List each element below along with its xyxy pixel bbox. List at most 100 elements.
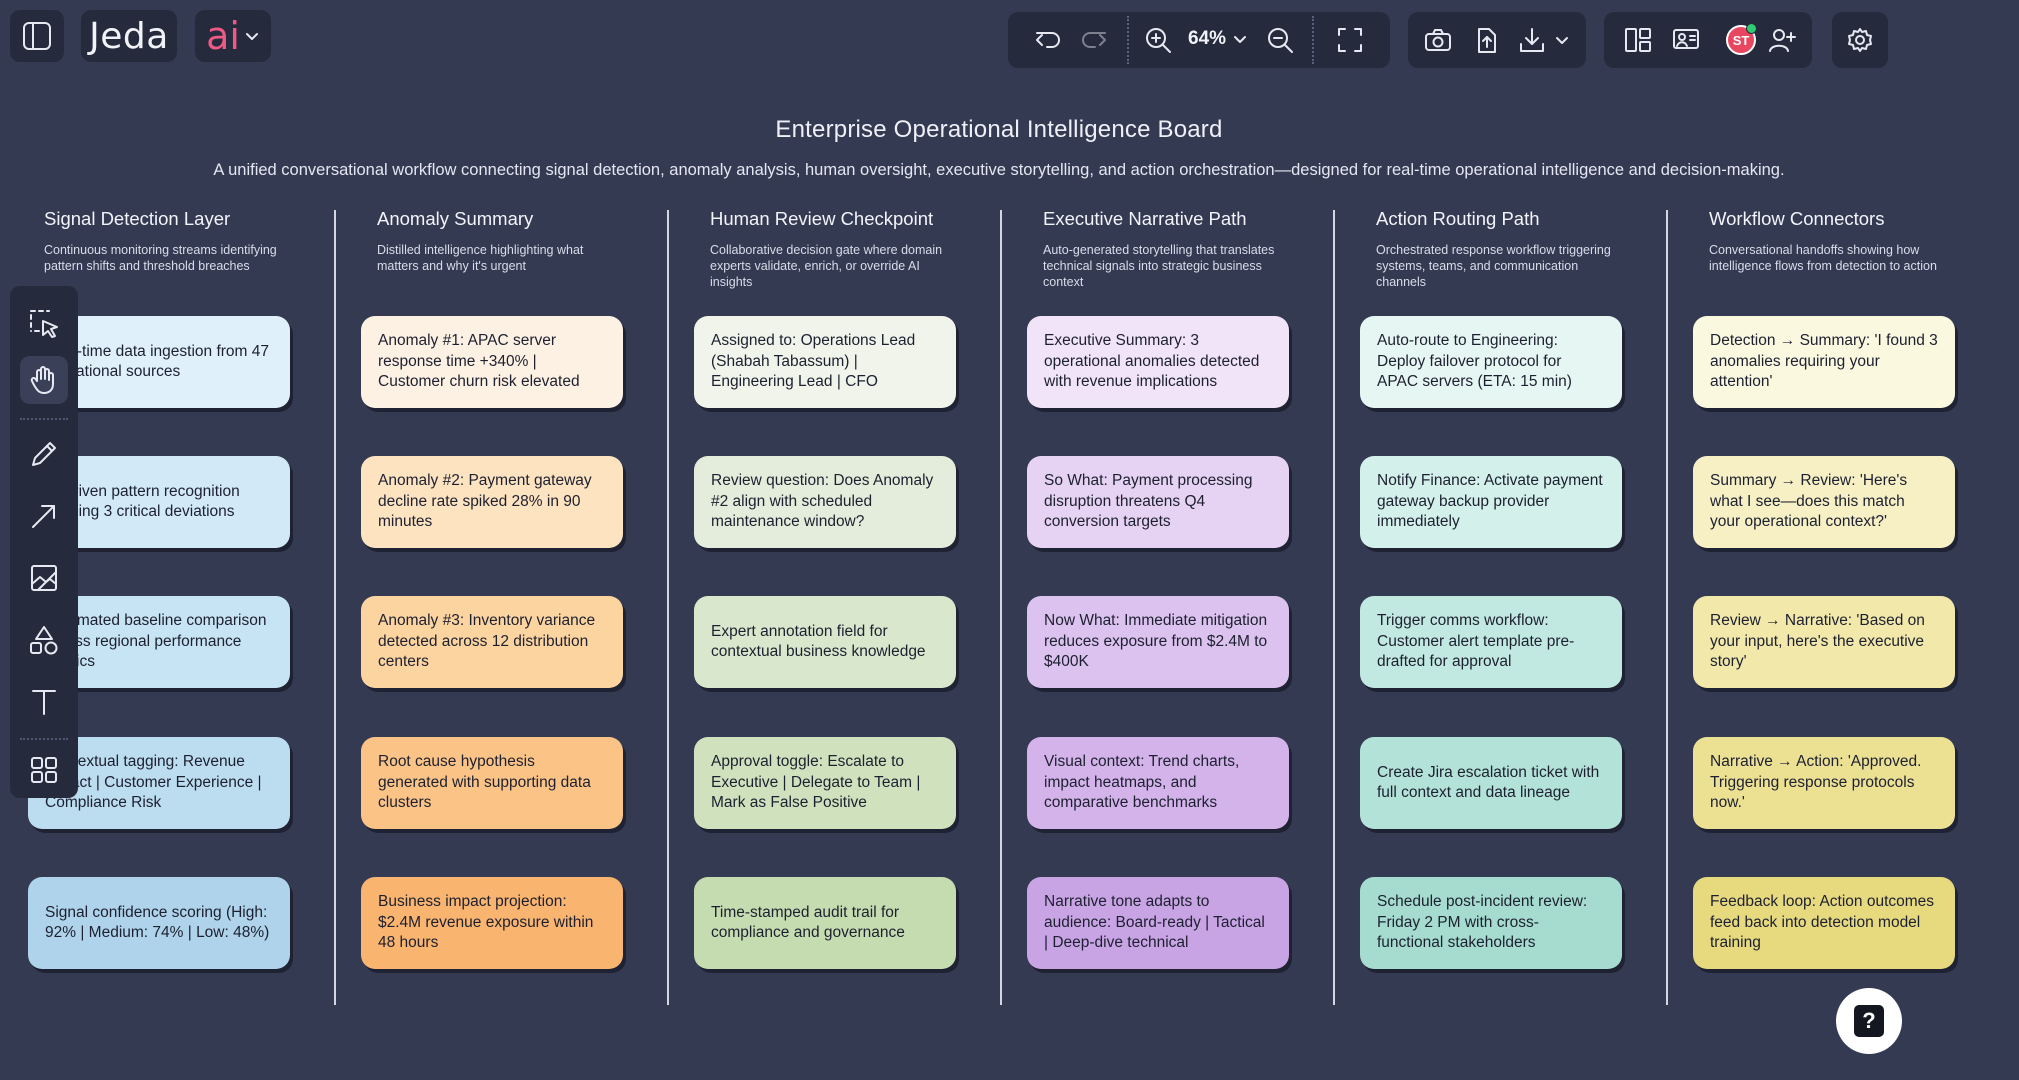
sticky-note-text: Time-stamped audit trail for compliance … bbox=[711, 903, 905, 942]
sticky-note-text: Root cause hypothesis generated with sup… bbox=[378, 753, 591, 812]
add-user-icon[interactable] bbox=[1764, 22, 1800, 58]
sticky-note-text: Now What: Immediate mitigation reduces e… bbox=[1044, 612, 1268, 671]
layout-icon[interactable] bbox=[1620, 22, 1656, 58]
column-title: Workflow Connectors bbox=[1709, 208, 1885, 229]
brand-logo[interactable]: Jeda bbox=[81, 10, 177, 62]
export-icon[interactable] bbox=[1468, 22, 1504, 58]
sticky-note[interactable]: Narrative tone adapts to audience: Board… bbox=[1027, 877, 1289, 969]
sticky-note[interactable]: Review → Narrative: 'Based on your input… bbox=[1693, 596, 1955, 688]
sticky-note-text: Anomaly #3: Inventory variance detected … bbox=[378, 612, 596, 671]
column-title: Signal Detection Layer bbox=[44, 208, 231, 229]
sticky-note[interactable]: Time-stamped audit trail for compliance … bbox=[694, 877, 956, 969]
online-status-dot bbox=[1746, 23, 1757, 34]
sticky-note-text: AI-driven pattern recognition flagging 3… bbox=[45, 482, 240, 521]
sticky-note[interactable]: Summary → Review: 'Here's what I see—doe… bbox=[1693, 456, 1955, 548]
sticky-note-text: Executive Summary: 3 operational anomali… bbox=[1044, 332, 1260, 391]
export-controls-group bbox=[1408, 12, 1586, 68]
sticky-note[interactable]: Anomaly #2: Payment gateway decline rate… bbox=[361, 456, 623, 548]
grid-apps-icon[interactable] bbox=[20, 746, 68, 794]
sticky-note[interactable]: Root cause hypothesis generated with sup… bbox=[361, 737, 623, 829]
settings-icon[interactable] bbox=[1832, 12, 1888, 68]
column-description: Conversational handoffs showing how inte… bbox=[1709, 243, 1937, 273]
brand-name: Jeda bbox=[89, 15, 169, 57]
sticky-note-text: Summary → Review: 'Here's what I see—doe… bbox=[1710, 472, 1908, 531]
zoom-in-icon[interactable] bbox=[1140, 22, 1176, 58]
sticky-note-text: Contextual tagging: Revenue Impact | Cus… bbox=[45, 753, 262, 812]
column-description: Continuous monitoring streams identifyin… bbox=[44, 243, 277, 273]
column-divider bbox=[334, 210, 336, 1005]
chevron-down-icon[interactable] bbox=[1552, 30, 1572, 50]
sticky-note-text: Notify Finance: Activate payment gateway… bbox=[1377, 472, 1603, 531]
top-toolbar: Jeda ai 64% bbox=[0, 0, 1920, 76]
sticky-note[interactable]: Review question: Does Anomaly #2 align w… bbox=[694, 456, 956, 548]
sticky-note-text: Feedback loop: Action outcomes feed back… bbox=[1710, 893, 1935, 952]
undo-icon[interactable] bbox=[1030, 22, 1066, 58]
sticky-note[interactable]: Signal confidence scoring (High: 92% | M… bbox=[28, 877, 290, 969]
present-icon[interactable] bbox=[1668, 22, 1704, 58]
sticky-note[interactable]: Schedule post-incident review: Friday 2 … bbox=[1360, 877, 1622, 969]
sticky-note[interactable]: Anomaly #3: Inventory variance detected … bbox=[361, 596, 623, 688]
text-icon[interactable] bbox=[20, 678, 68, 726]
sticky-note[interactable]: Feedback loop: Action outcomes feed back… bbox=[1693, 877, 1955, 969]
sticky-note[interactable]: Anomaly #1: APAC server response time +3… bbox=[361, 316, 623, 408]
sidebar-toggle-icon[interactable] bbox=[10, 10, 64, 62]
ai-menu-button[interactable]: ai bbox=[195, 10, 271, 62]
sticky-note-text: Anomaly #2: Payment gateway decline rate… bbox=[378, 472, 592, 531]
download-icon[interactable] bbox=[1514, 22, 1550, 58]
sticky-note-text: Assigned to: Operations Lead (Shabah Tab… bbox=[711, 332, 916, 391]
sticky-note[interactable]: Executive Summary: 3 operational anomali… bbox=[1027, 316, 1289, 408]
redo-icon[interactable] bbox=[1076, 22, 1112, 58]
sticky-note-text: Visual context: Trend charts, impact hea… bbox=[1044, 753, 1240, 812]
sticky-note[interactable]: Visual context: Trend charts, impact hea… bbox=[1027, 737, 1289, 829]
sticky-note[interactable]: Detection → Summary: 'I found 3 anomalie… bbox=[1693, 316, 1955, 408]
sticky-note[interactable]: Business impact projection: $2.4M revenu… bbox=[361, 877, 623, 969]
select-icon[interactable] bbox=[20, 300, 68, 348]
sticky-note-text: Trigger comms workflow: Customer alert t… bbox=[1377, 612, 1575, 671]
camera-icon[interactable] bbox=[1420, 22, 1456, 58]
shapes-icon[interactable] bbox=[20, 616, 68, 664]
sticky-note-text: Anomaly #1: APAC server response time +3… bbox=[378, 332, 580, 391]
user-avatar[interactable]: ST bbox=[1726, 23, 1757, 55]
ai-label: ai bbox=[206, 14, 240, 58]
column-title: Anomaly Summary bbox=[377, 208, 534, 229]
pencil-icon[interactable] bbox=[20, 430, 68, 478]
sticky-note[interactable]: Narrative → Action: 'Approved. Triggerin… bbox=[1693, 737, 1955, 829]
tool-rail bbox=[10, 286, 78, 798]
sticky-note[interactable]: Now What: Immediate mitigation reduces e… bbox=[1027, 596, 1289, 688]
sticky-note[interactable]: Trigger comms workflow: Customer alert t… bbox=[1360, 596, 1622, 688]
column-title: Action Routing Path bbox=[1376, 208, 1540, 229]
column-description: Orchestrated response workflow triggerin… bbox=[1376, 243, 1611, 289]
sticky-note[interactable]: Assigned to: Operations Lead (Shabah Tab… bbox=[694, 316, 956, 408]
sticky-note-text: Detection → Summary: 'I found 3 anomalie… bbox=[1710, 332, 1938, 391]
column-divider bbox=[1000, 210, 1002, 1005]
board-subtitle: A unified conversational workflow connec… bbox=[213, 161, 1785, 179]
fit-screen-icon[interactable] bbox=[1332, 22, 1368, 58]
view-controls-group bbox=[1008, 12, 1390, 68]
sticky-note-text: Create Jira escalation ticket with full … bbox=[1377, 763, 1600, 802]
column-title: Executive Narrative Path bbox=[1043, 208, 1247, 229]
sticky-note-text: Schedule post-incident review: Friday 2 … bbox=[1377, 893, 1588, 952]
sticky-note-text: Signal confidence scoring (High: 92% | M… bbox=[45, 903, 270, 942]
sticky-note[interactable]: Auto-route to Engineering: Deploy failov… bbox=[1360, 316, 1622, 408]
sticky-note[interactable]: Notify Finance: Activate payment gateway… bbox=[1360, 456, 1622, 548]
sticky-note[interactable]: So What: Payment processing disruption t… bbox=[1027, 456, 1289, 548]
hand-icon[interactable] bbox=[20, 356, 68, 404]
zoom-level-dropdown[interactable]: 64% bbox=[1188, 28, 1248, 50]
zoom-out-icon[interactable] bbox=[1262, 22, 1298, 58]
sticky-note[interactable]: Approval toggle: Escalate to Executive |… bbox=[694, 737, 956, 829]
sticky-note[interactable]: Expert annotation field for contextual b… bbox=[694, 596, 956, 688]
sticky-note-text: Automated baseline comparison across reg… bbox=[45, 612, 267, 670]
sticky-note[interactable]: Create Jira escalation ticket with full … bbox=[1360, 737, 1622, 829]
sticky-note-text: Business impact projection: $2.4M revenu… bbox=[378, 893, 594, 952]
image-icon[interactable] bbox=[20, 554, 68, 602]
sticky-note-text: Expert annotation field for contextual b… bbox=[711, 622, 926, 661]
arrow-icon[interactable] bbox=[20, 492, 68, 540]
chevron-down-icon bbox=[1232, 31, 1248, 47]
sticky-note-text: Approval toggle: Escalate to Executive |… bbox=[711, 753, 921, 812]
help-button[interactable]: ? bbox=[1836, 988, 1902, 1054]
sticky-note-text: Review question: Does Anomaly #2 align w… bbox=[711, 472, 934, 531]
help-icon: ? bbox=[1854, 1005, 1884, 1037]
